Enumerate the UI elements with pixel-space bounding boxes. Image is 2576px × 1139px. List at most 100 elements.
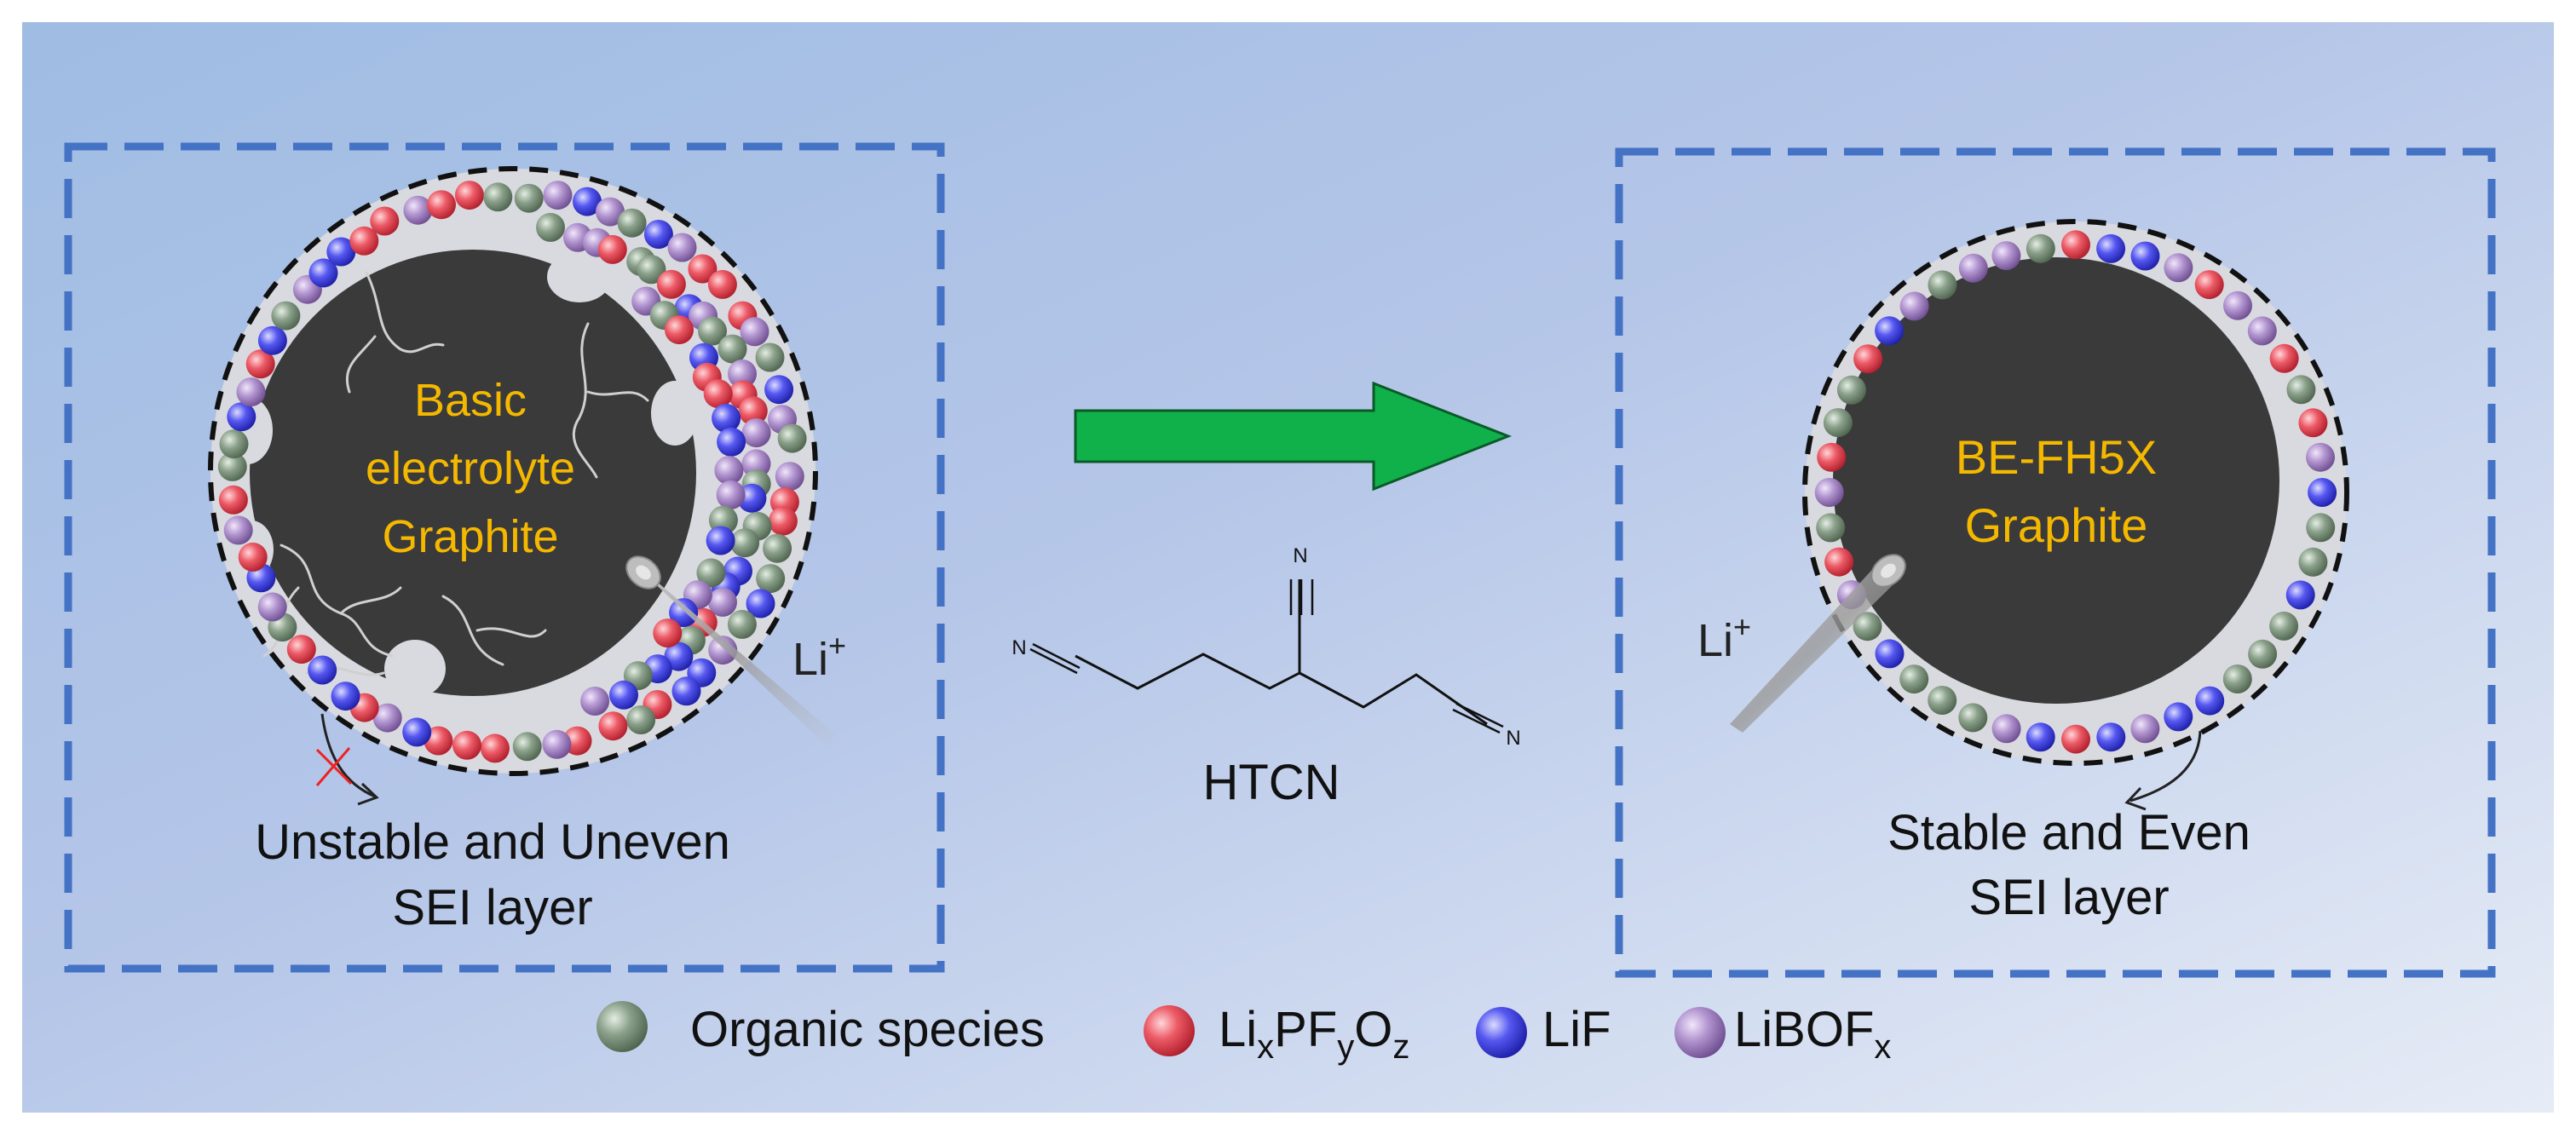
left-graphite-core — [250, 250, 696, 696]
sei-species-lixpfyoz — [480, 733, 510, 763]
left-li-ion-needle — [625, 555, 844, 750]
right-li-ion-needle — [1730, 554, 1906, 733]
legend-libofx-swatch — [1674, 1007, 1726, 1058]
legend-libofx-label: LiBOFx — [1734, 1002, 1891, 1066]
htcn-molecule: N N N HTCN — [1011, 544, 1520, 810]
sei-species-libofx — [1991, 241, 2021, 271]
sei-species-organic — [696, 558, 726, 588]
sei-species-lixpfyoz — [738, 396, 768, 426]
right-core-line-2: Graphite — [1965, 498, 2148, 552]
sei-species-lixpfyoz — [427, 190, 456, 220]
sei-species-libofx — [2130, 714, 2160, 744]
sei-species-libofx — [775, 462, 804, 492]
sei-species-libofx — [1991, 714, 2021, 744]
sei-species-libofx — [596, 197, 625, 227]
sei-species-lixpfyoz — [1853, 344, 1883, 374]
sei-species-lif — [669, 598, 699, 628]
sei-species-lixpfyoz — [454, 181, 484, 210]
sei-species-lixpfyoz — [349, 226, 379, 256]
right-dashed-boundary — [1802, 219, 2349, 766]
sei-species-lif — [402, 717, 432, 747]
sei-species-lif — [326, 237, 356, 267]
sei-species-lixpfyoz — [703, 379, 733, 409]
sei-species-lif — [671, 676, 701, 706]
sei-species-lif — [643, 220, 673, 249]
sei-species-lif — [2308, 478, 2337, 507]
sei-species-lif — [712, 403, 741, 433]
sei-species-organic — [1928, 270, 1957, 300]
htcn-skeleton — [1075, 579, 1488, 726]
sei-species-organic — [1816, 513, 1846, 543]
sei-species-lixpfyoz — [1824, 547, 1854, 577]
sei-species-libofx — [740, 317, 769, 347]
sei-species-libofx — [667, 233, 697, 262]
left-sei-species — [217, 181, 807, 763]
nitrile-n-top: N — [1293, 544, 1307, 567]
sei-species-lif — [2096, 233, 2126, 263]
sei-species-organic — [514, 183, 544, 213]
sei-species-lixpfyoz — [688, 254, 717, 284]
right-caption-line-1: Stable and Even — [1887, 805, 2250, 860]
sei-species-organic — [271, 301, 301, 331]
sei-species-libofx — [714, 456, 744, 486]
sei-species-lif — [2285, 580, 2315, 610]
sei-species-organic — [483, 182, 513, 212]
left-core-line-1: Basic — [414, 375, 527, 426]
sei-species-libofx — [708, 636, 738, 665]
sei-species-organic — [512, 732, 542, 762]
sei-species-lif — [2130, 241, 2160, 271]
sei-species-organic — [2306, 513, 2336, 543]
sei-species-lixpfyoz — [2061, 230, 2090, 260]
sei-species-lixpfyoz — [2061, 724, 2090, 754]
sei-species-libofx — [2223, 291, 2252, 320]
sei-species-organic — [2298, 547, 2328, 577]
legend-lif-label: LiF — [1542, 1002, 1611, 1057]
sei-species-organic — [217, 452, 247, 481]
triple-bonds — [1029, 579, 1504, 734]
left-dashed-boundary — [208, 166, 818, 776]
sei-species-lif — [764, 375, 794, 405]
sei-species-libofx — [741, 449, 771, 479]
sei-species-libofx — [716, 480, 746, 509]
left-caption-line-2: SEI layer — [392, 880, 592, 935]
sei-species-lif — [746, 589, 775, 618]
sei-species-libofx — [403, 195, 433, 225]
cross-mark-icon — [315, 747, 353, 786]
sei-species-lixpfyoz — [370, 206, 400, 236]
sei-species-lixpfyoz — [2269, 343, 2299, 373]
sei-species-libofx — [543, 181, 573, 210]
sei-species-organic — [2269, 611, 2299, 641]
sei-species-lif — [308, 655, 337, 685]
legend-lif-swatch — [1476, 1007, 1527, 1058]
sei-species-libofx — [372, 703, 402, 733]
sei-species-lif — [2195, 686, 2225, 716]
sei-species-lixpfyoz — [597, 234, 627, 264]
sei-species-lixpfyoz — [768, 506, 798, 536]
left-core-label: Basic electrolyte Graphite — [366, 375, 575, 562]
legend: Organic species LixPFyOz LiF LiBOFx — [596, 1001, 1891, 1066]
nitrile-n-right: N — [1506, 727, 1520, 750]
sei-species-lixpfyoz — [218, 485, 248, 515]
sei-species-organic — [219, 429, 249, 459]
sei-species-lif — [308, 258, 338, 288]
left-graphite-particle: Li+ Basic electrolyte Graphite Unstable … — [208, 166, 846, 935]
sei-species-organic — [1836, 375, 1866, 405]
sei-species-organic — [1958, 703, 1988, 733]
sei-species-organic — [717, 334, 747, 364]
sei-species-lixpfyoz — [656, 269, 686, 299]
left-li-label: Li+ — [792, 628, 846, 685]
legend-organic-swatch — [596, 1001, 648, 1052]
sei-species-lif — [2096, 722, 2126, 752]
sei-species-organic — [1853, 612, 1882, 641]
sei-species-organic — [756, 564, 786, 594]
sei-species-lixpfyoz — [238, 542, 268, 572]
sei-species-lif — [573, 187, 602, 216]
left-core-line-3: Graphite — [382, 511, 558, 562]
sei-species-organic — [1928, 686, 1957, 715]
sei-species-lixpfyoz — [286, 635, 316, 664]
sei-species-libofx — [257, 592, 287, 622]
right-graphite-core — [1833, 257, 2279, 704]
right-sei-species — [1814, 230, 2337, 754]
